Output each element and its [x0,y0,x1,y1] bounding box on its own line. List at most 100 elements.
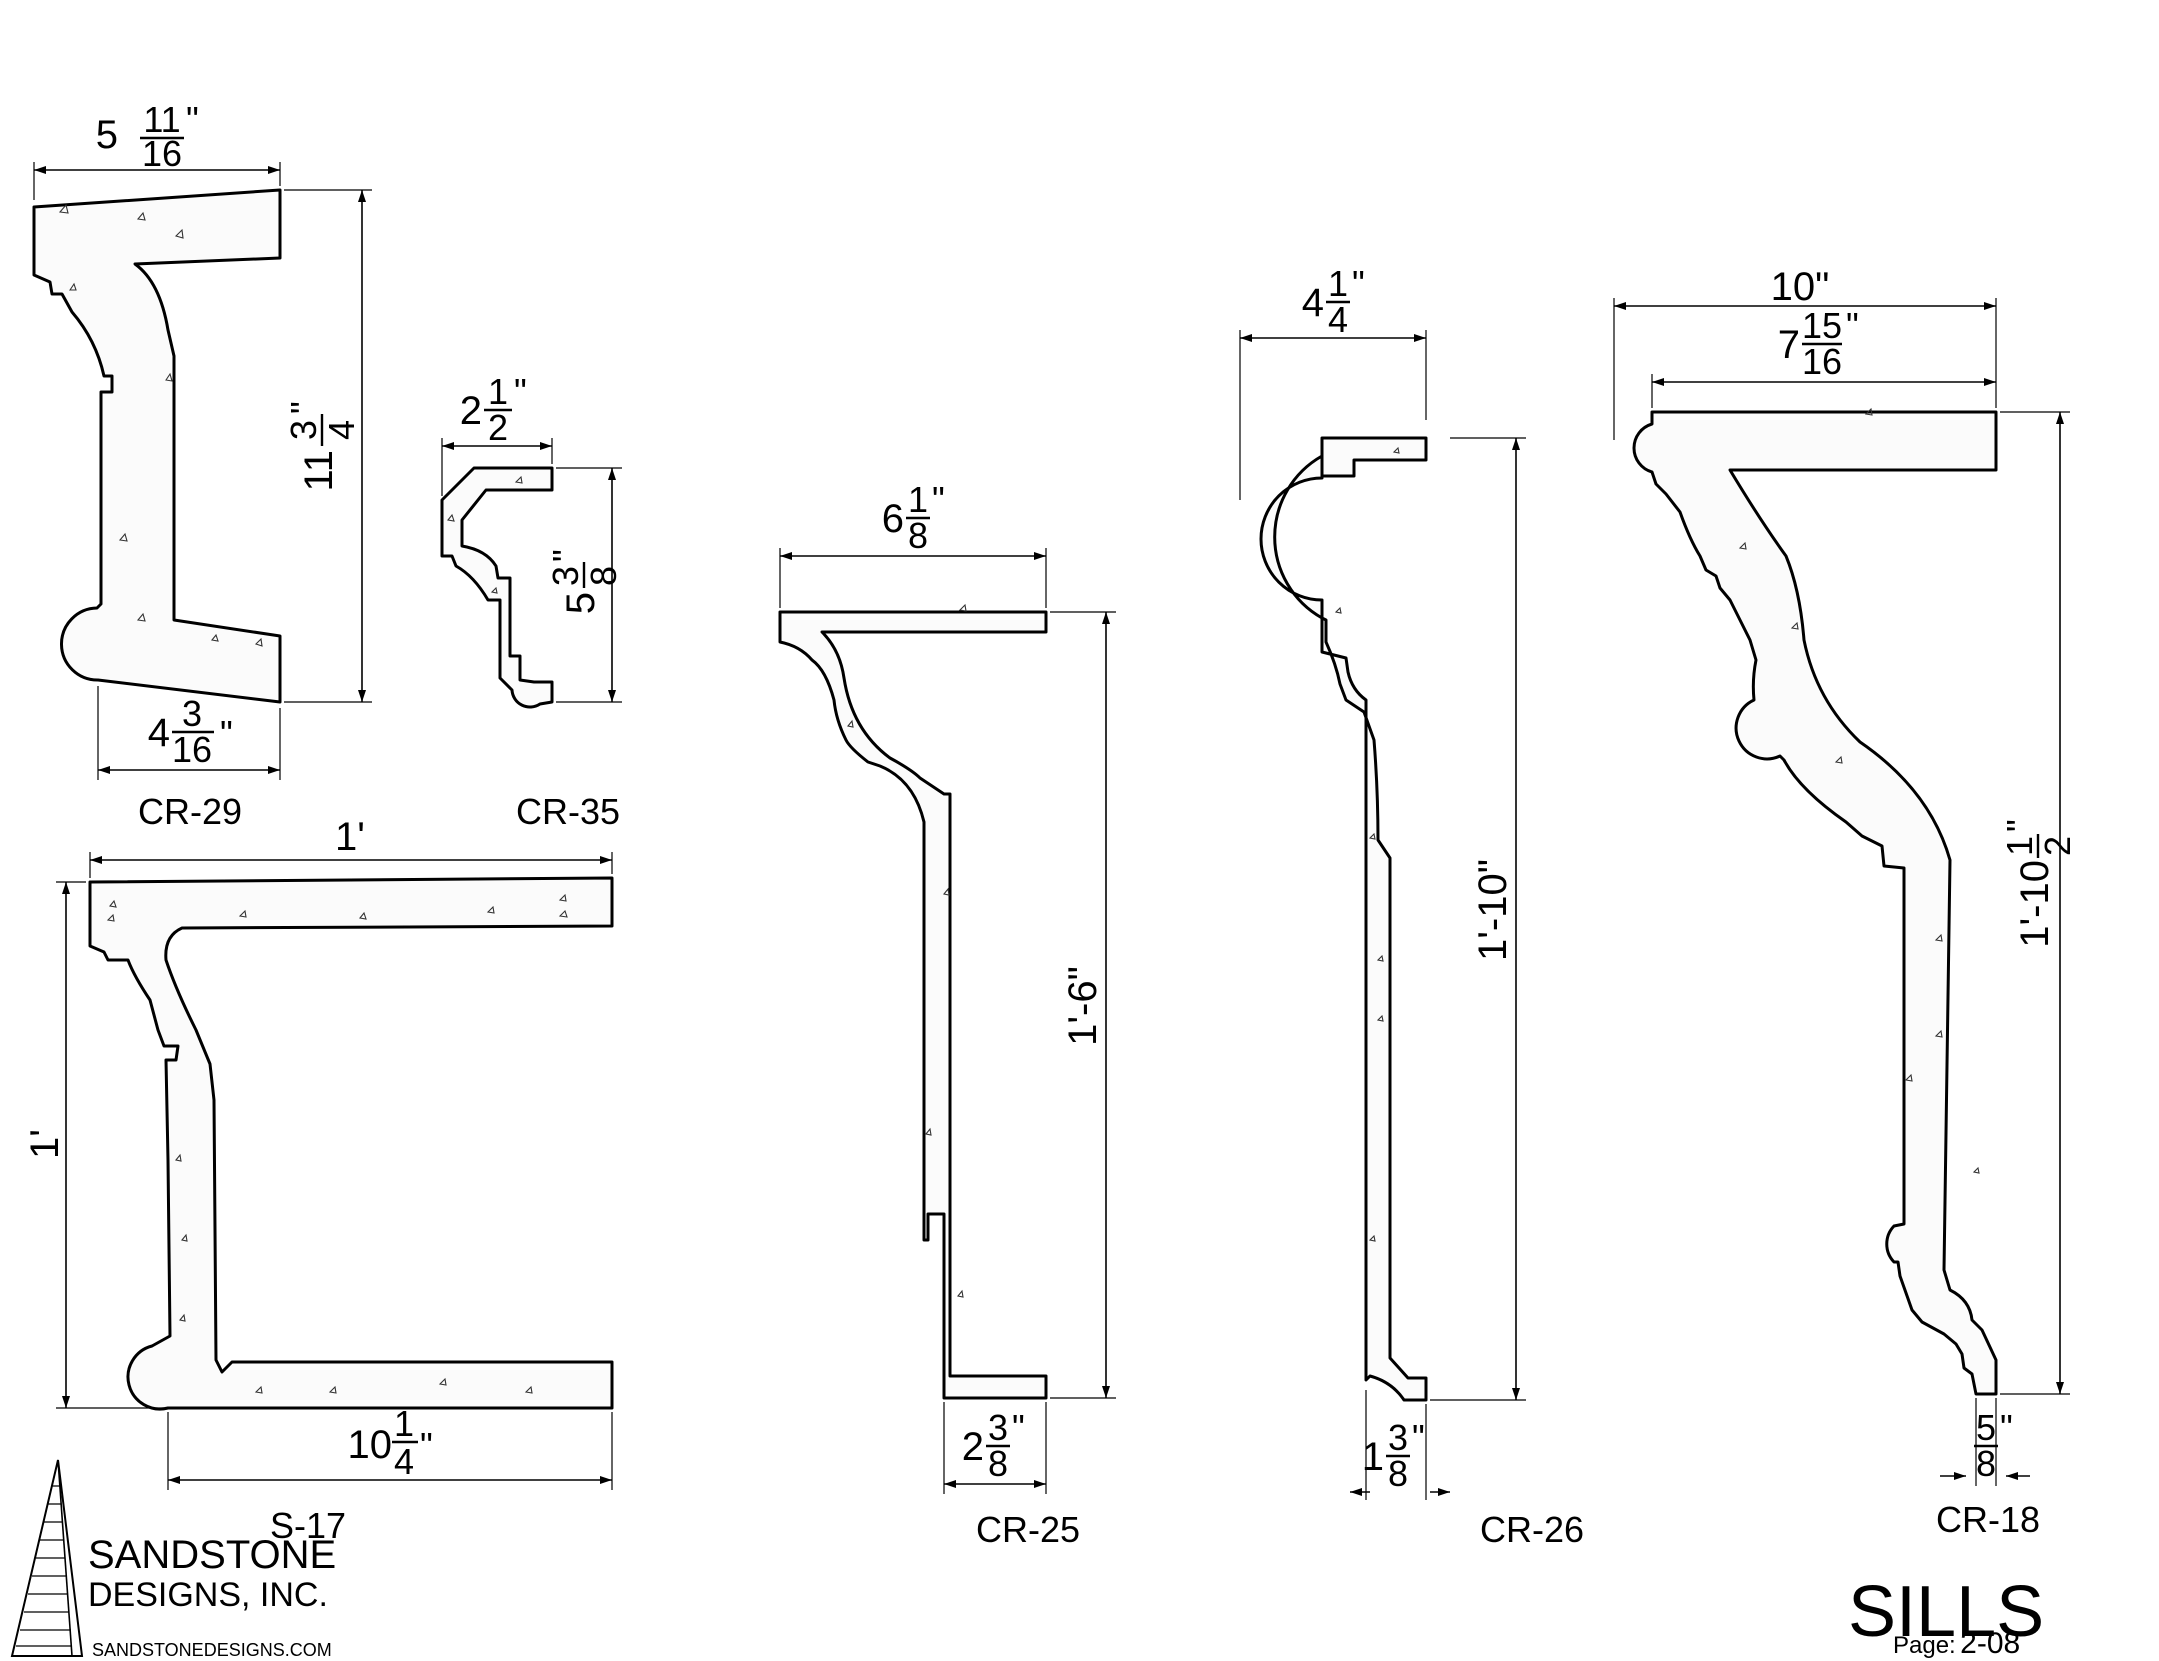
cr-29-height-label: 11 3 4 " [283,401,362,491]
s-17-profile-outline [88,876,614,1411]
title-block: SILLS [1848,1572,2044,1652]
svg-text:3: 3 [988,1407,1008,1448]
svg-text:8: 8 [1388,1453,1408,1494]
svg-text:4: 4 [394,1441,414,1482]
svg-text:16: 16 [142,133,182,174]
svg-text:": " [1412,1417,1425,1458]
svg-text:5: 5 [1976,1407,1996,1448]
svg-text:3: 3 [545,566,586,586]
svg-text:4: 4 [148,711,170,755]
svg-text:10: 10 [348,1423,393,1467]
svg-text:": " [283,401,324,414]
svg-text:1: 1 [1328,263,1348,304]
cr-29-code-label: CR-29 [138,791,242,832]
cr-25-height-label: 1'-6" [1061,966,1105,1046]
page-reference: Page: 2-08 [1893,1629,2020,1661]
cr-25-top-width-label: 6 1 8 " [882,479,945,556]
svg-text:16: 16 [172,729,212,770]
svg-text:": " [186,99,199,140]
svg-text:": " [514,371,527,412]
cr-25-profile-outline [778,610,1048,1400]
svg-text:": " [545,549,586,562]
cr-35-width-label: 2 1 2 " [460,371,527,448]
company-website: SANDSTONEDESIGNS.COM [92,1640,332,1659]
svg-text:4: 4 [1328,299,1348,340]
cr-18-profile-outline [1632,410,1998,1396]
cr-35-stone-texture [446,475,523,594]
cr-26-wall-thickness-label: 1 3 8 " [1362,1417,1425,1494]
company-name-line-2: DESIGNS, INC. [88,1576,328,1614]
svg-text:2: 2 [2037,836,2078,856]
svg-text:": " [1999,819,2040,832]
svg-text:5: 5 [96,113,118,157]
cr-25-stone-texture [847,603,967,1298]
cr-35-profile-outline [440,466,554,709]
cr-18-height-label: 1'-10 1 2 " [1999,819,2078,947]
svg-text:1'-10: 1'-10 [2013,860,2057,948]
profile-cr-25: 6 1 8 " 1'-6" 2 3 8 " CR-25 [778,479,1116,1550]
s-17-stone-texture [106,893,568,1394]
s-17-code-label: S-17 [270,1505,346,1546]
svg-text:8: 8 [988,1443,1008,1484]
cr-18-fillet-label: 5 8 " [1974,1407,2013,1484]
svg-text:8: 8 [583,566,624,586]
svg-text:": " [1846,305,1859,346]
svg-text:1: 1 [908,479,928,520]
svg-text:": " [1012,1407,1025,1448]
sandstone-logo: SANDSTONE DESIGNS, INC. SANDSTONEDESIGNS… [10,1459,336,1659]
cr-26-profile-outline [1259,436,1428,1402]
page-label: Page: [1893,1632,1956,1659]
cr-26-code-label: CR-26 [1480,1509,1584,1550]
svg-text:7: 7 [1778,323,1800,367]
profile-cr-29: 5 11 16 " 11 3 4 " 4 3 16 " CR-29 [32,99,372,832]
cr-29-stone-texture [58,203,263,647]
svg-text:": " [220,713,233,754]
pyramid-icon [10,1459,84,1657]
cr-29-base-width-label: 4 3 16 " [148,693,233,770]
s-17-height-label: 1' [23,1129,67,1159]
svg-text:3: 3 [1388,1417,1408,1458]
cr-18-code-label: CR-18 [1936,1499,2040,1540]
cr-26-height-label: 1'-10" [1471,859,1515,961]
svg-text:3: 3 [283,420,324,440]
svg-text:1: 1 [394,1403,414,1444]
svg-text:15: 15 [1802,305,1842,346]
s-17-top-width-label: 1' [335,815,365,859]
cr-18-top-width-label: 7 15 16 " [1778,305,1859,382]
sheet-title: SILLS [1848,1572,2044,1652]
cr-18-stone-texture [1738,407,1980,1174]
svg-text:1: 1 [488,371,508,412]
cr-25-base-width-label: 2 3 8 " [962,1407,1025,1484]
svg-text:": " [932,479,945,520]
cr-35-height-label: 5 3 8 " [545,549,624,614]
svg-text:4: 4 [1302,281,1324,325]
svg-text:2: 2 [460,389,482,433]
svg-text:2: 2 [962,1425,984,1469]
svg-text:": " [1352,263,1365,304]
svg-text:8: 8 [908,515,928,556]
cr-25-code-label: CR-25 [976,1509,1080,1550]
svg-text:1: 1 [1999,836,2040,856]
svg-text:4: 4 [321,420,362,440]
svg-text:5: 5 [559,592,603,614]
cr-26-top-width-label: 4 1 4 " [1302,263,1365,340]
s-17-base-width-label: 10 1 4 " [348,1403,433,1482]
svg-text:": " [420,1425,433,1466]
svg-text:6: 6 [882,497,904,541]
cr-18-overall-width-label: 10" [1771,265,1830,309]
svg-text:1: 1 [1362,1435,1384,1479]
cr-29-top-width-label: 5 11 16 " [96,99,199,174]
svg-text:3: 3 [182,693,202,734]
cr-29-profile-outline [32,188,282,704]
cr-26-stone-texture [1334,446,1400,1242]
svg-text:": " [2000,1407,2013,1448]
profile-cr-35: 2 1 2 " 5 3 8 " CR-35 [440,371,624,832]
svg-text:16: 16 [1802,341,1842,382]
svg-text:8: 8 [1976,1443,1996,1484]
page-number: 2-08 [1960,1627,2021,1660]
svg-text:2: 2 [488,407,508,448]
company-name-line-1: SANDSTONE [88,1533,336,1577]
profile-s-17: 1' 1' 10 1 4 " S-17 [23,815,614,1546]
svg-text:11: 11 [297,450,341,492]
